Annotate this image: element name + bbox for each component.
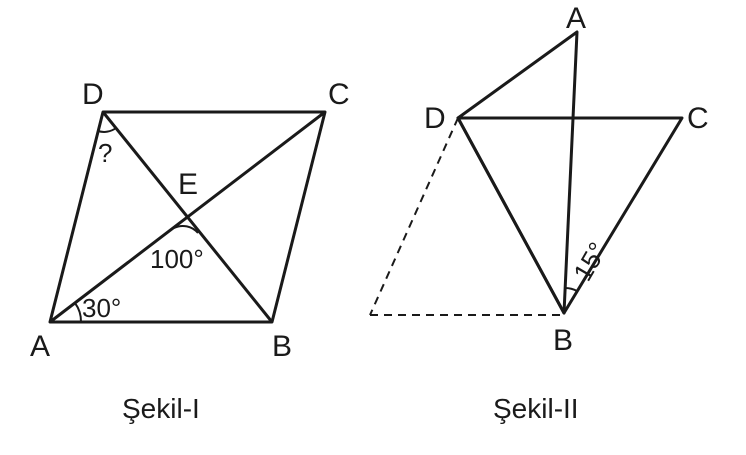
caption-figure-1: Şekil-I: [122, 393, 200, 424]
label-point-a: A: [30, 330, 50, 363]
caption-figure-2: Şekil-II: [493, 393, 579, 424]
label-point-d: D: [82, 78, 104, 111]
angle-arc-at-a: [74, 302, 83, 323]
figure-2: A B C D 15° Şekil-II: [369, 2, 709, 424]
label-point-e: E: [178, 168, 198, 201]
label-point-d-2: D: [424, 102, 446, 135]
angle-label-a: 30°: [82, 293, 121, 323]
angle-arc-at-e: [173, 224, 199, 234]
figure-1: A B C D E 30° 100° ? Şekil-I: [30, 78, 350, 424]
dashed-edge-d-to-original-a: [369, 117, 459, 316]
label-point-a-2: A: [566, 2, 586, 35]
label-point-c-2: C: [687, 102, 709, 135]
angle-label-d: ?: [98, 138, 112, 168]
angle-arc-at-b: [564, 286, 578, 292]
angle-label-e: 100°: [150, 244, 204, 274]
angle-arc-at-d: [97, 127, 117, 133]
label-point-b: B: [272, 330, 292, 363]
label-point-c: C: [328, 78, 350, 111]
folded-triangle-dab: [456, 30, 579, 315]
diagonal-bd: [101, 111, 274, 323]
label-point-b-2: B: [553, 324, 573, 357]
